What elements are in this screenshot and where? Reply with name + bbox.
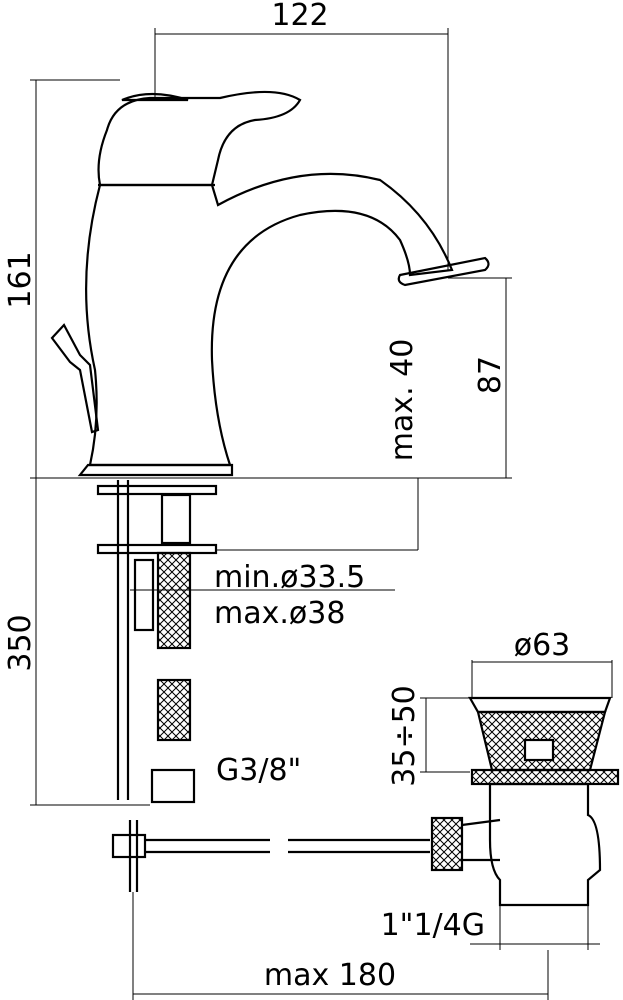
drain-height-range-label: 35÷50 bbox=[387, 685, 422, 786]
drain-drawing bbox=[430, 696, 620, 907]
drain-thread-label: 1"1/4G bbox=[381, 908, 485, 943]
spout-height-label: 87 bbox=[473, 356, 508, 394]
faucet-drawing bbox=[50, 90, 490, 892]
dimension-lines bbox=[30, 28, 613, 1000]
hole-min-label: min.ø33.5 bbox=[214, 560, 365, 595]
rod-length-label: max 180 bbox=[264, 958, 396, 993]
faucet-width-label: 122 bbox=[271, 0, 328, 33]
connection-label: G3/8" bbox=[216, 753, 301, 788]
hole-max-label: max.ø38 bbox=[214, 596, 345, 631]
drain-diameter-label: ø63 bbox=[514, 628, 571, 663]
max-thickness-label: max. 40 bbox=[385, 339, 420, 462]
hose-length-label: 350 bbox=[3, 614, 38, 671]
faucet-height-label: 161 bbox=[3, 251, 38, 308]
